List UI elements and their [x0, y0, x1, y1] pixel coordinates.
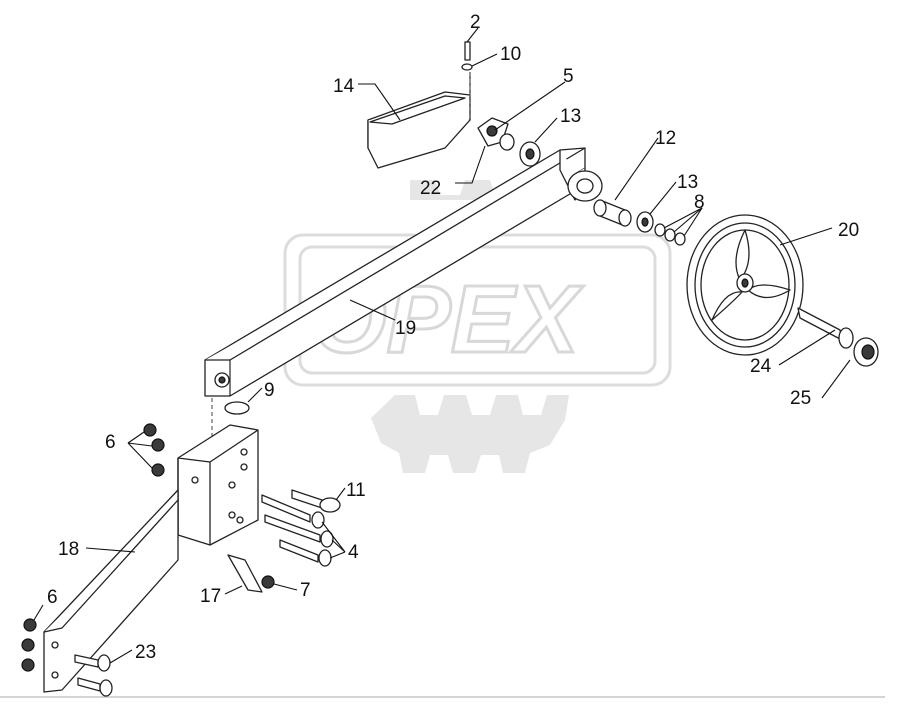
mount-bracket [177, 424, 259, 546]
callout-labels: 2 10 14 5 13 12 22 13 8 20 19 24 9 25 6 … [47, 12, 859, 663]
axle-bolt [797, 307, 879, 367]
nuts-lower [21, 618, 37, 672]
callout-23: 23 [135, 642, 156, 663]
callout-17: 17 [200, 586, 221, 607]
callout-11: 11 [346, 480, 366, 501]
callout-24: 24 [750, 356, 772, 377]
main-beam [204, 147, 603, 397]
callout-14: 14 [333, 76, 355, 97]
support-arm [43, 489, 179, 693]
callout-5: 5 [563, 66, 574, 87]
callout-13: 13 [560, 106, 581, 127]
callout-13: 13 [677, 172, 698, 193]
callout-6: 6 [47, 587, 58, 608]
callout-2: 2 [470, 12, 481, 33]
lynch-pin [211, 398, 250, 438]
plate-and-nut [227, 554, 275, 593]
bolts-mount [261, 489, 341, 567]
callout-18: 18 [58, 539, 79, 560]
callout-8: 8 [694, 192, 705, 213]
callout-4: 4 [348, 542, 359, 563]
bolts-arm [74, 654, 113, 697]
cover-bracket [367, 72, 471, 169]
callout-9: 9 [264, 380, 275, 401]
callout-7: 7 [300, 580, 311, 601]
bearing-lower [636, 211, 686, 246]
callout-19: 19 [395, 318, 416, 339]
callout-22: 22 [420, 178, 441, 199]
bearing-upper [519, 141, 541, 167]
nuts-upper [143, 423, 165, 477]
callout-20: 20 [838, 220, 859, 241]
screw-and-washer [461, 41, 473, 71]
callout-12: 12 [655, 128, 676, 149]
wheel [686, 214, 804, 356]
leader-lines [33, 27, 851, 664]
callout-10: 10 [500, 44, 521, 65]
bearing-block [477, 117, 515, 151]
callout-25: 25 [790, 388, 811, 409]
bushing [593, 199, 632, 227]
callout-6: 6 [105, 432, 116, 453]
